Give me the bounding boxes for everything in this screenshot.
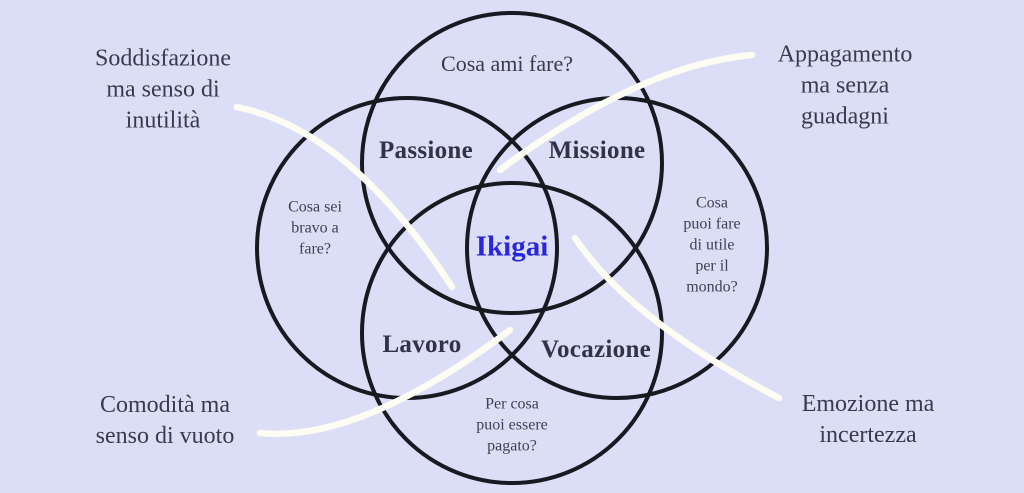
annotation-top-right: Appagamento ma senza guadagni	[777, 41, 913, 130]
swoosh-top-right-line	[496, 51, 756, 174]
venn-circle-bottom	[360, 181, 664, 485]
intersection-label-passione: Passione	[378, 137, 474, 164]
swoosh-bottom-right-line	[571, 234, 783, 402]
question-left-circle: Cosa sei bravo a fare?	[288, 198, 342, 258]
question-right-circle: Cosa puoi fare di utile per il mondo?	[683, 194, 741, 296]
intersection-label-vocazione: Vocazione	[540, 336, 652, 363]
intersection-label-lavoro: Lavoro	[382, 331, 462, 358]
annotation-bottom-left: Comodità ma senso di vuoto	[95, 392, 235, 449]
swoosh-top-left-line	[233, 103, 456, 291]
center-label-ikigai: Ikigai	[475, 230, 549, 263]
question-top-circle: Cosa ami fare?	[441, 51, 573, 76]
annotation-top-left: Soddisfazione ma senso di inutilità	[95, 45, 231, 134]
swoosh-bottom-left-line	[256, 326, 514, 438]
intersection-label-missione: Missione	[548, 137, 646, 164]
venn-circle-top	[360, 11, 664, 315]
question-bottom-circle: Per cosa puoi essere pagato?	[476, 395, 548, 455]
annotation-bottom-right: Emozione ma incertezza	[801, 391, 935, 448]
